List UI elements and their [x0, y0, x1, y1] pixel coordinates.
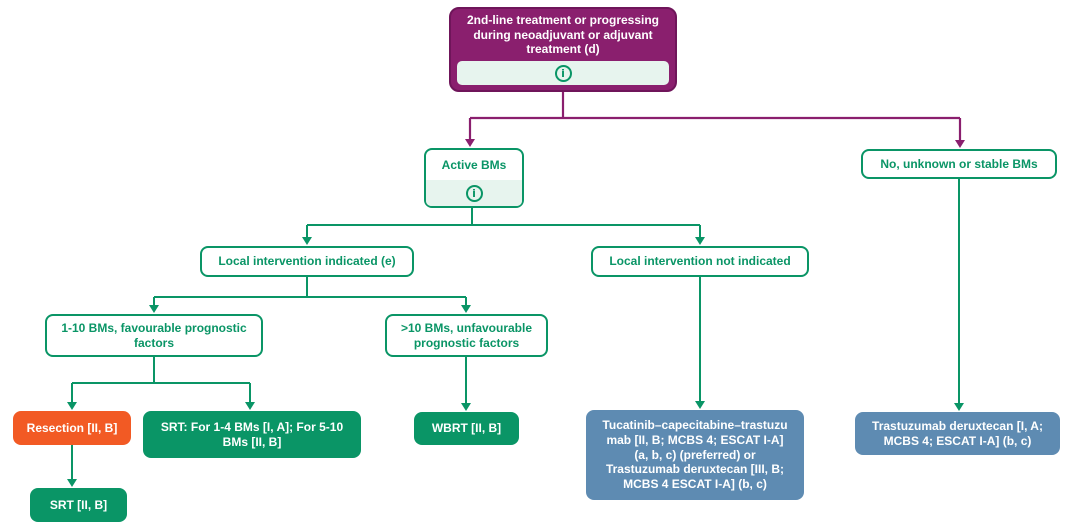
node-tucatinib-capecitabine-trastuzumab: Tucatinib–capecitabine–trastuzu mab [II,… [586, 410, 804, 500]
info-icon[interactable]: i [554, 64, 572, 82]
node-local-intervention-indicated-label: Local intervention indicated (e) [218, 254, 396, 269]
node-wbrt-label: WBRT [II, B] [431, 421, 502, 436]
node-local-intervention-not-indicated-label: Local intervention not indicated [609, 254, 791, 269]
node-local-intervention-indicated: Local intervention indicated (e) [200, 246, 414, 277]
node-gt10-bms-unfavourable: >10 BMs, unfavourable prognostic factors [385, 314, 548, 357]
node-resection-label: Resection [II, B] [26, 420, 118, 435]
node-srt-label: SRT [II, B] [49, 497, 108, 512]
node-no-unknown-stable-bms-label: No, unknown or stable BMs [880, 156, 1038, 171]
node-srt-1-4-bms-label: SRT: For 1-4 BMs [I, A]; For 5-10 BMs [I… [160, 419, 344, 449]
node-local-intervention-not-indicated: Local intervention not indicated [591, 246, 809, 277]
node-active-bms-label: Active BMs [441, 157, 507, 172]
node-active-bms: Active BMs i [424, 148, 524, 208]
info-icon[interactable]: i [465, 184, 483, 202]
node-trastuzumab-deruxtecan-label: Trastuzumab deruxtecan [I, A; MCBS 4; ES… [872, 418, 1043, 448]
node-srt: SRT [II, B] [30, 488, 127, 522]
node-resection: Resection [II, B] [13, 411, 131, 445]
node-srt-1-4-bms: SRT: For 1-4 BMs [I, A]; For 5-10 BMs [I… [143, 411, 361, 458]
node-2nd-line-treatment: 2nd-line treatment or progressing during… [449, 7, 677, 92]
node-wbrt: WBRT [II, B] [414, 412, 519, 445]
node-1-10-bms-favourable-label: 1-10 BMs, favourable prognostic factors [61, 320, 247, 350]
node-2nd-line-treatment-info-strip[interactable]: i [457, 61, 669, 85]
node-1-10-bms-favourable: 1-10 BMs, favourable prognostic factors [45, 314, 263, 357]
node-active-bms-info-strip[interactable]: i [426, 180, 522, 206]
node-trastuzumab-deruxtecan: Trastuzumab deruxtecan [I, A; MCBS 4; ES… [855, 412, 1060, 455]
node-gt10-bms-unfavourable-label: >10 BMs, unfavourable prognostic factors [400, 320, 533, 350]
node-no-unknown-stable-bms: No, unknown or stable BMs [861, 149, 1057, 179]
node-2nd-line-treatment-label: 2nd-line treatment or progressing during… [466, 13, 660, 57]
node-tucatinib-capecitabine-trastuzumab-label: Tucatinib–capecitabine–trastuzu mab [II,… [602, 418, 788, 491]
